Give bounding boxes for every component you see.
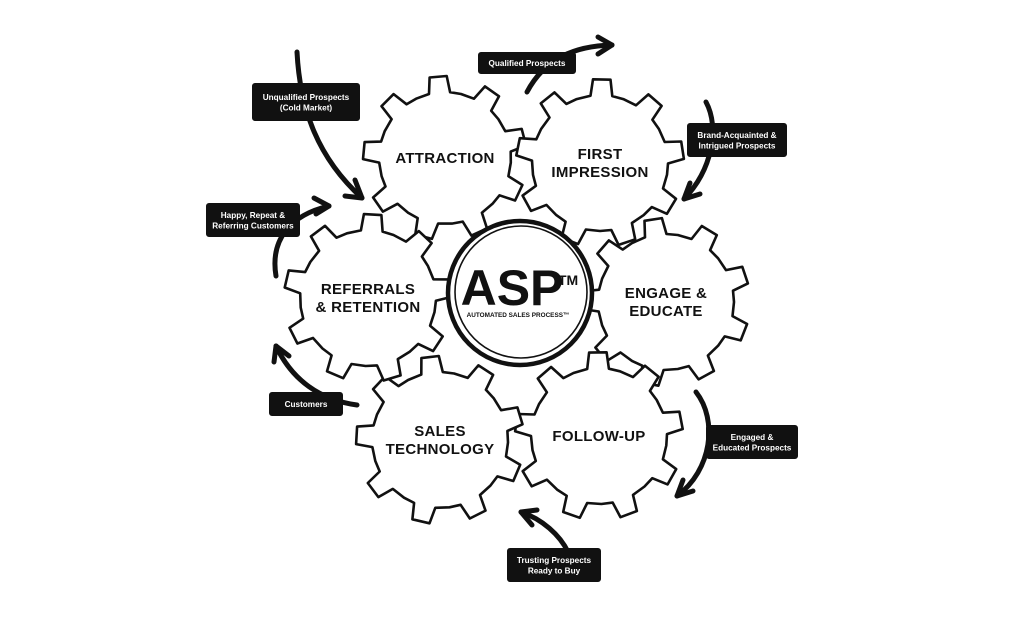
label-text-happy-repeat-line-2: Referring Customers <box>212 221 294 230</box>
label-happy-repeat: Happy, Repeat &Referring Customers <box>206 203 300 237</box>
label-text-customers: Customers <box>285 400 328 409</box>
gear-label-sales-technology-line-1: SALES <box>414 423 466 440</box>
flow-labels: Unqualified Prospects(Cold Market) Qualif… <box>206 52 798 582</box>
arrow-engaged-to-follow-head <box>674 477 696 499</box>
gear-label-attraction: ATTRACTION <box>395 150 494 167</box>
gear-attraction: ATTRACTION <box>361 74 528 241</box>
label-unqualified-prospects: Unqualified Prospects(Cold Market) <box>252 83 360 121</box>
label-box-qualified-prospects <box>478 52 576 74</box>
label-box-unqualified-prospects <box>252 83 360 121</box>
label-engaged-educated: Engaged &Educated Prospects <box>706 425 798 459</box>
gear-label-engage-educate-line-1: ENGAGE & <box>625 285 707 302</box>
gear-follow-up: FOLLOW-UP <box>513 351 684 520</box>
label-box-brand-acquainted <box>687 123 787 157</box>
label-box-engaged-educated <box>706 425 798 459</box>
label-text-unqualified-prospects-line-2: (Cold Market) <box>280 103 333 112</box>
label-box-trusting-prospects <box>507 548 601 582</box>
arrow-unqualified-to-attraction-head <box>342 177 365 201</box>
label-text-trusting-prospects-line-1: Trusting Prospects <box>517 556 592 565</box>
arrow-customers-to-referrals <box>271 343 360 408</box>
label-brand-acquainted: Brand-Acquainted &Intrigued Prospects <box>687 123 787 157</box>
gear-body-first-impression <box>515 78 686 247</box>
asp-trademark: TM <box>558 272 578 288</box>
label-text-brand-acquainted-line-1: Brand-Acquainted & <box>697 131 776 140</box>
arrow-engaged-to-follow <box>674 389 712 499</box>
label-text-happy-repeat-line-1: Happy, Repeat & <box>221 211 286 220</box>
label-box-customers <box>269 392 343 416</box>
arrow-trusting-to-sales-shaft <box>518 509 571 555</box>
gear-referrals-retention: REFERRALS& RETENTION <box>283 212 454 382</box>
gear-label-referrals-retention-line-1: REFERRALS <box>321 281 415 298</box>
asp-subtitle: AUTOMATED SALES PROCESS™ <box>467 312 570 319</box>
gear-label-engage-educate-line-2: EDUCATE <box>629 303 703 320</box>
arrow-unqualified-to-attraction <box>294 49 365 201</box>
label-qualified-prospects: Qualified Prospects <box>478 52 576 74</box>
arrow-customers-to-referrals-shaft <box>273 343 360 408</box>
gear-label-referrals-retention-line-2: & RETENTION <box>316 299 421 316</box>
arrow-happy-to-attraction-head <box>311 195 332 217</box>
asp-center-badge: ASP TM AUTOMATED SALES PROCESS™ <box>445 218 595 368</box>
gear-label-follow-up: FOLLOW-UP <box>552 428 645 445</box>
gear-body-referrals-retention <box>283 212 454 382</box>
label-text-brand-acquainted-line-2: Intrigued Prospects <box>699 141 776 150</box>
arrow-unqualified-to-attraction-shaft <box>294 49 365 201</box>
center-circle-inner <box>454 225 588 359</box>
gear-label-first-impression-line-2: IMPRESSION <box>551 164 648 181</box>
arrow-trusting-to-sales <box>518 507 571 555</box>
asp-title: ASP <box>461 260 564 316</box>
arrow-customers-to-referrals-head <box>271 343 292 365</box>
label-box-happy-repeat <box>206 203 300 237</box>
gear-body-sales-technology <box>354 354 524 525</box>
label-text-engaged-educated-line-2: Educated Prospects <box>713 443 792 452</box>
gear-label-first-impression-line-1: FIRST <box>578 146 623 163</box>
center-circle-outer <box>445 218 595 368</box>
label-text-qualified-prospects: Qualified Prospects <box>489 59 566 68</box>
label-text-trusting-prospects-line-2: Ready to Buy <box>528 566 581 575</box>
label-customers: Customers <box>269 392 343 416</box>
arrow-trusting-to-sales-head <box>518 507 540 528</box>
label-text-engaged-educated-line-1: Engaged & <box>731 433 774 442</box>
gear-label-sales-technology-line-2: TECHNOLOGY <box>386 441 495 458</box>
arrow-qualified-out-head <box>595 34 615 57</box>
arrow-brand-to-engage-head <box>681 180 703 202</box>
label-text-unqualified-prospects-line-1: Unqualified Prospects <box>263 93 350 102</box>
